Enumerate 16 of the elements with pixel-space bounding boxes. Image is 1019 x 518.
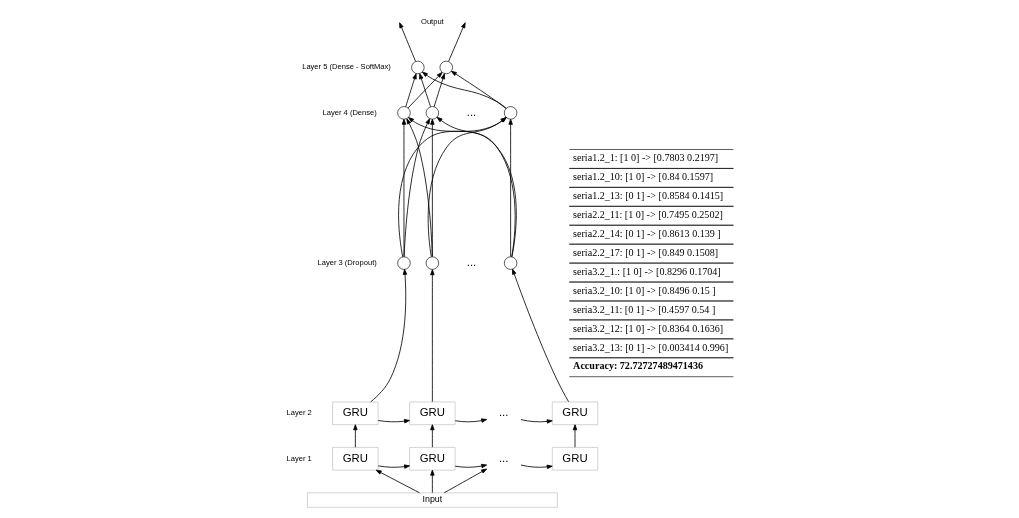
label: seria3.2_1.: [1 0] -> [0.8296 0.1704] [572,265,721,277]
label: ... [466,105,476,118]
label: seria3.2_11: [0 1] -> [0.4597 0.54 ] [572,303,715,315]
node-text: ... [498,451,508,464]
label: seria2.2_17: [0 1] -> [0.849 0.1508] [572,247,718,259]
label: Accuracy: 72.72727489471436 [572,360,703,372]
node-text: ... [498,406,508,419]
label: seria2.2_14: [0 1] -> [0.8613 0.139 ] [572,228,721,240]
label: seria3.2_10: [1 0] -> [0.8496 0.15 ] [572,284,716,296]
label: seria1.2_13: [0 1] -> [0.8584 0.1415] [572,190,723,202]
label: seria1.2_1: [1 0] -> [0.7803 0.2197] [572,152,718,164]
label: ... [466,255,476,268]
label: seria3.2_13: [0 1] -> [0.003414 0.996] [572,341,728,353]
label: seria1.2_10: [1 0] -> [0.84 0.1597] [572,171,713,183]
label: seria2.2_11: [1 0] -> [0.7495 0.2502] [572,209,723,221]
label: seria3.2_12: [1 0] -> [0.8364 0.1636] [572,322,723,334]
